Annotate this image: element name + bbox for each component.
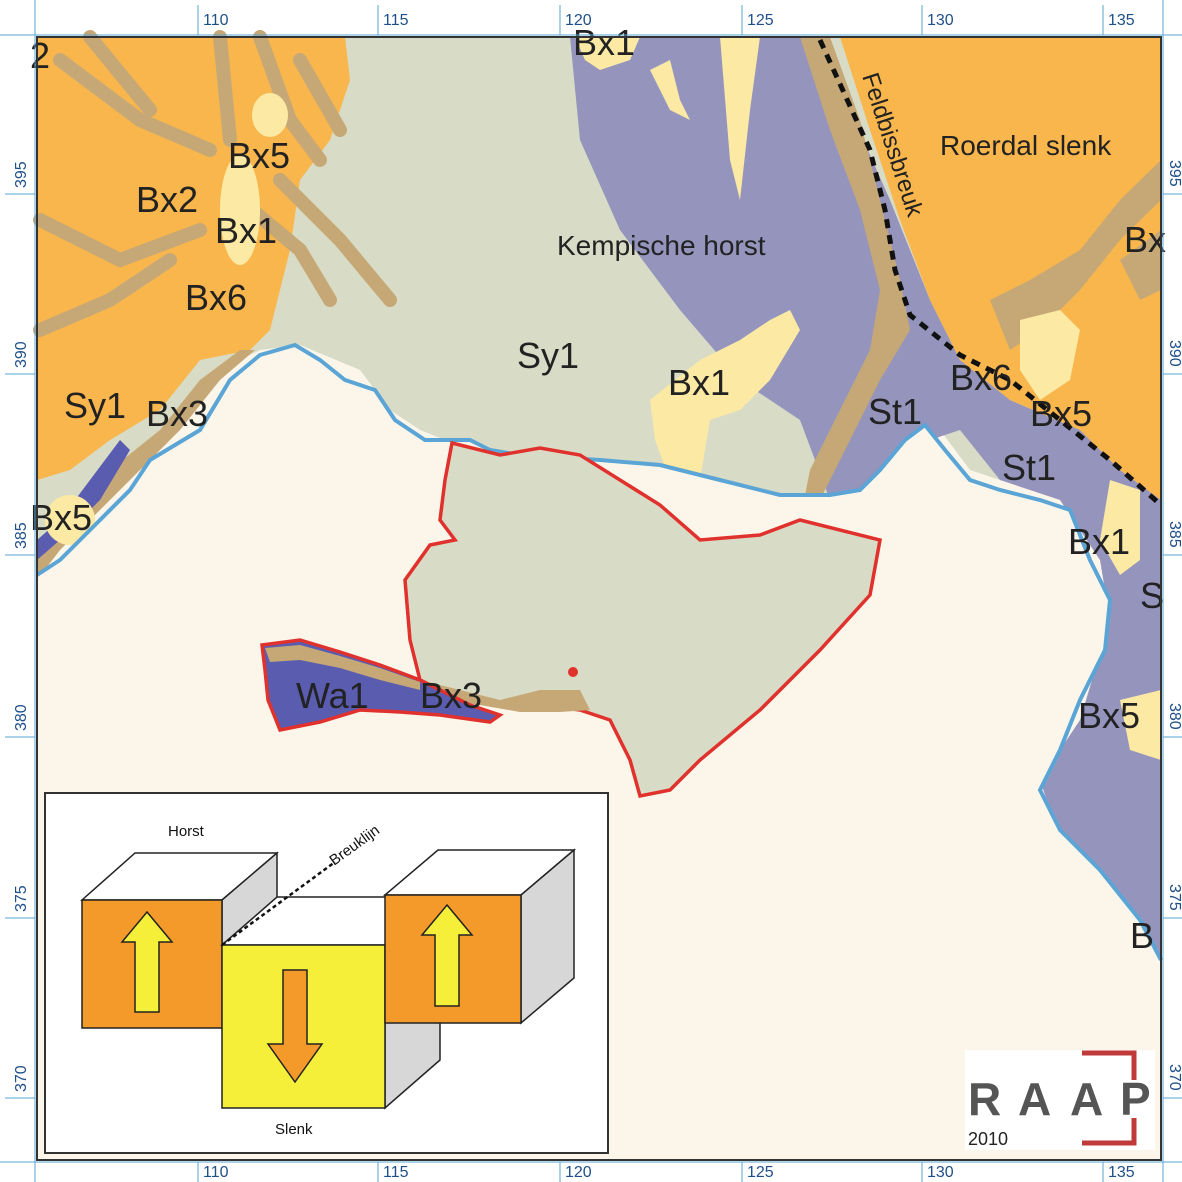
x-tick-bottom-130: 130 [927,1164,954,1181]
breuklijn-line [221,860,336,947]
label-kempische-horst: Kempische horst [557,230,766,261]
y-tick-right-380: 380 [1166,703,1182,730]
arrow-up-icon [120,910,174,1013]
label-bx1-b: Bx1 [668,362,730,403]
pale-yellow-right [1020,310,1080,400]
x-tick-top-135: 135 [1108,12,1135,29]
horst-slenk-inset: Horst Slenk Breuklijn [44,792,609,1154]
label-bx1-top: Bx1 [573,22,635,63]
y-tick-right-395: 395 [1166,160,1182,187]
tan-band-right2 [1120,230,1161,300]
label-bx5-c: Bx5 [1030,393,1092,434]
y-ticks-right: 395 390 385 380 375 370 [1163,160,1182,1099]
inset-label-slenk: Slenk [275,1121,313,1138]
label-roerdal-slenk: Roerdal slenk [940,130,1112,161]
pale-yellow-blob-left2 [252,93,288,137]
label-top-left-fragment: 2 [30,35,50,76]
y-tick-left-385: 385 [13,522,30,549]
x-tick-top-120: 120 [565,12,592,29]
pale-yellow-streak-1 [575,37,640,70]
x-tick-bottom-115: 115 [383,1164,409,1181]
x-tick-bottom-135: 135 [1108,1164,1135,1181]
pale-yellow-blob-left3 [45,495,95,545]
label-st1-b: St1 [1002,447,1056,488]
x-tick-bottom-120: 120 [565,1164,592,1181]
y-tick-left-395: 395 [13,161,30,188]
y-ticks-left: 395 390 385 380 375 370 [5,161,35,1099]
label-bx2-a: Bx2 [136,179,198,220]
label-sy1-b: Sy1 [517,335,579,376]
y-tick-right-385: 385 [1166,521,1182,548]
feldbissbreuk-line [817,38,1163,507]
orange-zone-right [840,37,1161,500]
label-bx5-d: Bx5 [1078,695,1140,736]
x-tick-top-125: 125 [747,12,774,29]
label-bx3-b: Bx3 [420,675,482,716]
label-bx5-a: Bx5 [228,135,290,176]
pale-yellow-blob-left [220,155,260,265]
label-st1-a: St1 [868,391,922,432]
arrow-down-icon [266,969,324,1084]
x-ticks-top: 110 115 120 125 130 135 [197,5,1135,35]
label-bx5-b: Bx5 [30,497,92,538]
x-tick-top-115: 115 [383,12,409,29]
logo-letter-p: P [1120,1073,1153,1125]
label-wa1: Wa1 [296,675,369,716]
y-tick-left-370: 370 [13,1065,30,1092]
label-b-fragment: B [1130,915,1154,956]
x-tick-bottom-110: 110 [203,1164,229,1181]
pale-yellow-right2 [1100,480,1140,575]
logo-letter-r: R [968,1073,1003,1125]
logo-year: 2010 [968,1129,1008,1149]
x-tick-top-130: 130 [927,12,954,29]
label-bx6-b: Bx6 [950,357,1012,398]
y-tick-left-375: 375 [13,885,30,912]
tan-band-right [990,160,1161,350]
wa1-tan [265,645,420,690]
label-bx-right-fragment: Bx [1124,219,1166,260]
logo-bracket-top [1082,1050,1137,1080]
logo-letter-a2: A [1070,1073,1105,1125]
label-sy1-a: Sy1 [64,385,126,426]
study-dot [568,667,578,677]
logo-letter-a1: A [1018,1073,1053,1125]
label-bx1-a: Bx1 [215,210,277,251]
logo-bracket-bottom [1082,1118,1137,1146]
inset-label-horst: Horst [168,823,205,840]
study-area [403,440,883,799]
x-ticks-bottom: 110 115 120 125 130 135 [197,1162,1135,1182]
label-bx3-a: Bx3 [146,393,208,434]
y-tick-right-375: 375 [1166,884,1182,911]
map-area [33,30,1163,1160]
blue-boundary [35,342,1163,961]
x-tick-top-110: 110 [203,12,229,29]
arrow-up-icon-right [420,903,474,1007]
label-bx1-c: Bx1 [1068,521,1130,562]
tan-strip-study [420,680,590,712]
orange-zone-left [37,37,350,480]
y-tick-left-390: 390 [13,341,30,368]
x-tick-bottom-125: 125 [747,1164,774,1181]
tan-streams-left [33,30,397,337]
pale-yellow-right3 [1120,690,1161,760]
y-tick-left-380: 380 [13,704,30,731]
horst-block-right [382,848,577,1025]
pale-yellow-streak-3 [720,37,760,200]
y-tick-right-390: 390 [1166,340,1182,367]
label-bx6-a: Bx6 [185,277,247,318]
pale-yellow-bx1-blob [650,310,800,510]
raap-logo: R A A P 2010 [965,1050,1155,1150]
pale-yellow-streak-2 [650,60,690,120]
tan-streaks-purple [800,37,910,520]
y-tick-right-370: 370 [1166,1064,1182,1091]
